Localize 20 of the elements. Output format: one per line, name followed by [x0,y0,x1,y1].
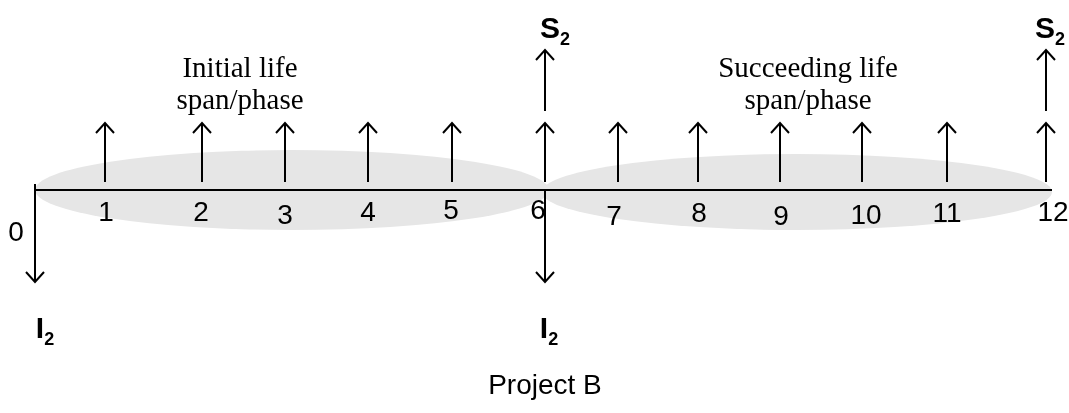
cash-flow-label: S$_{2}$ [540,10,570,50]
period-number: 7 [606,200,622,232]
period-number: 3 [277,199,293,231]
period-number: 1 [98,196,114,228]
period-number: 6 [530,194,546,226]
period-number: 10 [850,199,882,231]
period-number: 2 [193,196,209,228]
period-number: 8 [691,197,707,229]
period-number: 5 [443,194,459,226]
cash-flow-label: I$_{2}$ [35,310,55,350]
phase-label: Initial life span/phase [175,52,305,116]
cash-flow-label: S$_{2}$ [1035,10,1065,50]
phase-label: Succeeding life span/phase [717,52,899,116]
cash-flow-label: I$_{2}$ [539,310,559,350]
period-number: 9 [773,200,789,232]
period-number: 0 [8,216,24,248]
caption: Project B [488,369,602,401]
period-number: 12 [1037,196,1069,228]
period-number: 4 [360,196,376,228]
period-number: 11 [932,197,962,229]
